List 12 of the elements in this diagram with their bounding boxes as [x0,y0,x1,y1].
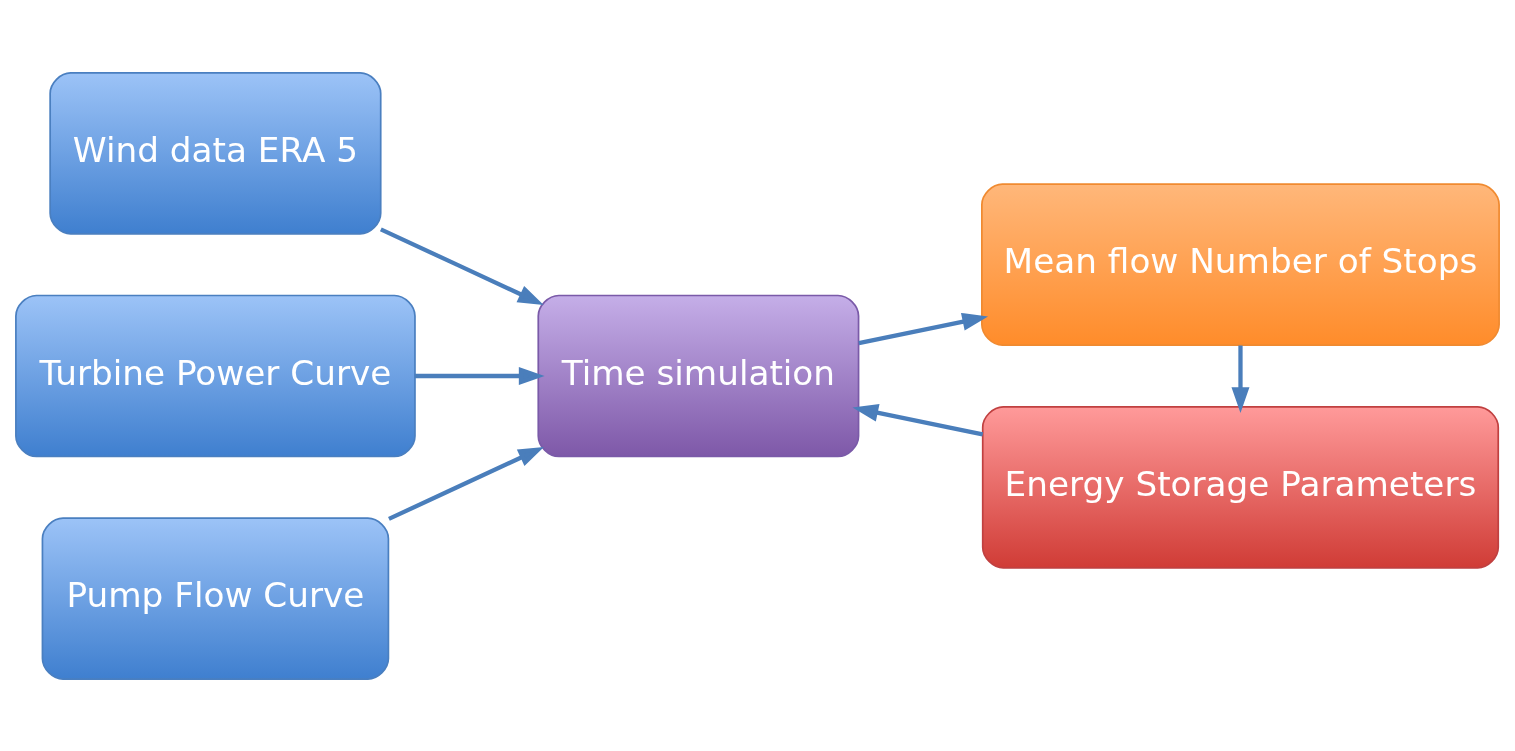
node-box: Wind data ERA 5 [49,71,382,235]
node-box: Turbine Power Curve [15,294,416,457]
node-box: Time simulation [537,294,860,457]
arrow [852,403,984,436]
arrow [1231,345,1250,413]
node-box: Energy Storage Parameters [981,405,1500,569]
node-box: Pump Flow Curve [41,516,390,680]
arrow [379,226,544,305]
arrow [388,446,544,521]
node-box: Mean flow Number of Stops [981,182,1500,346]
arrow [858,312,989,345]
arrow [414,366,545,385]
